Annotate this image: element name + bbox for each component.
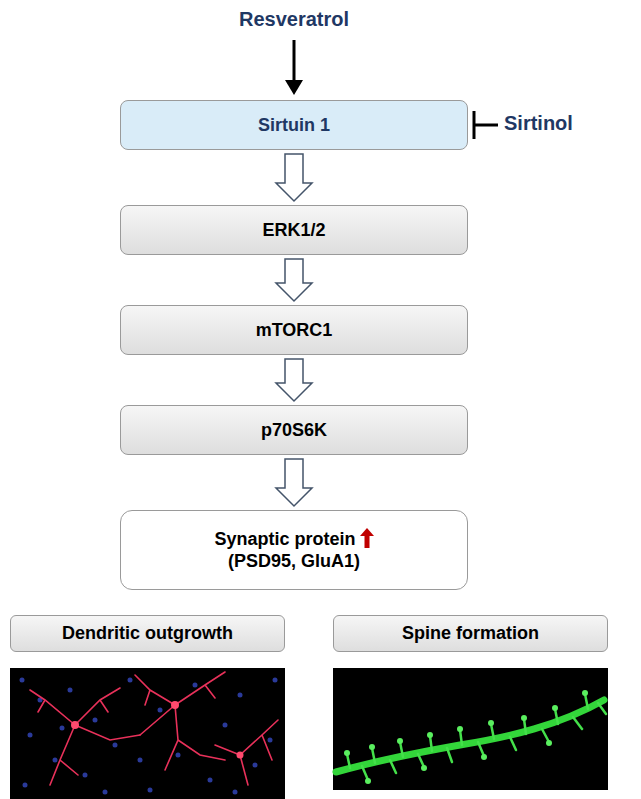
inhibition-line (474, 124, 498, 127)
node-title: Dendritic outgrowth (62, 622, 233, 645)
block-arrow (276, 359, 312, 401)
node-title: Spine formation (402, 622, 539, 645)
node-title: ERK1/2 (262, 219, 325, 242)
node-title: mTORC1 (256, 319, 333, 342)
protein-box: Sirtuin 1 (120, 100, 468, 150)
complex-box: mTORC1 (120, 305, 468, 355)
dendrite-micrograph (333, 668, 608, 790)
node-detail: (PSD95, GluA1) (228, 550, 360, 573)
kinase-box: ERK1/2 (120, 205, 468, 255)
increase-arrow-shape (360, 528, 374, 548)
outcome-box: Synaptic protein(PSD95, GluA1) (120, 510, 468, 590)
node-title: Synaptic protein (214, 528, 373, 551)
effect-box: Dendritic outgrowth (10, 615, 285, 652)
kinase-box: p70S6K (120, 405, 468, 455)
drug-label: Sirtinol (504, 112, 573, 135)
arrow-head (285, 80, 303, 95)
drug-label: Resveratrol (0, 8, 588, 31)
node-title: Sirtuin 1 (258, 114, 330, 137)
effect-box: Spine formation (333, 615, 608, 652)
neuron-micrograph (10, 668, 285, 799)
increase-arrow (360, 528, 374, 548)
activation-arrow (293, 40, 296, 82)
block-arrow (276, 259, 312, 301)
block-arrow (276, 154, 312, 201)
block-arrow (276, 459, 312, 506)
node-title: p70S6K (261, 419, 327, 442)
